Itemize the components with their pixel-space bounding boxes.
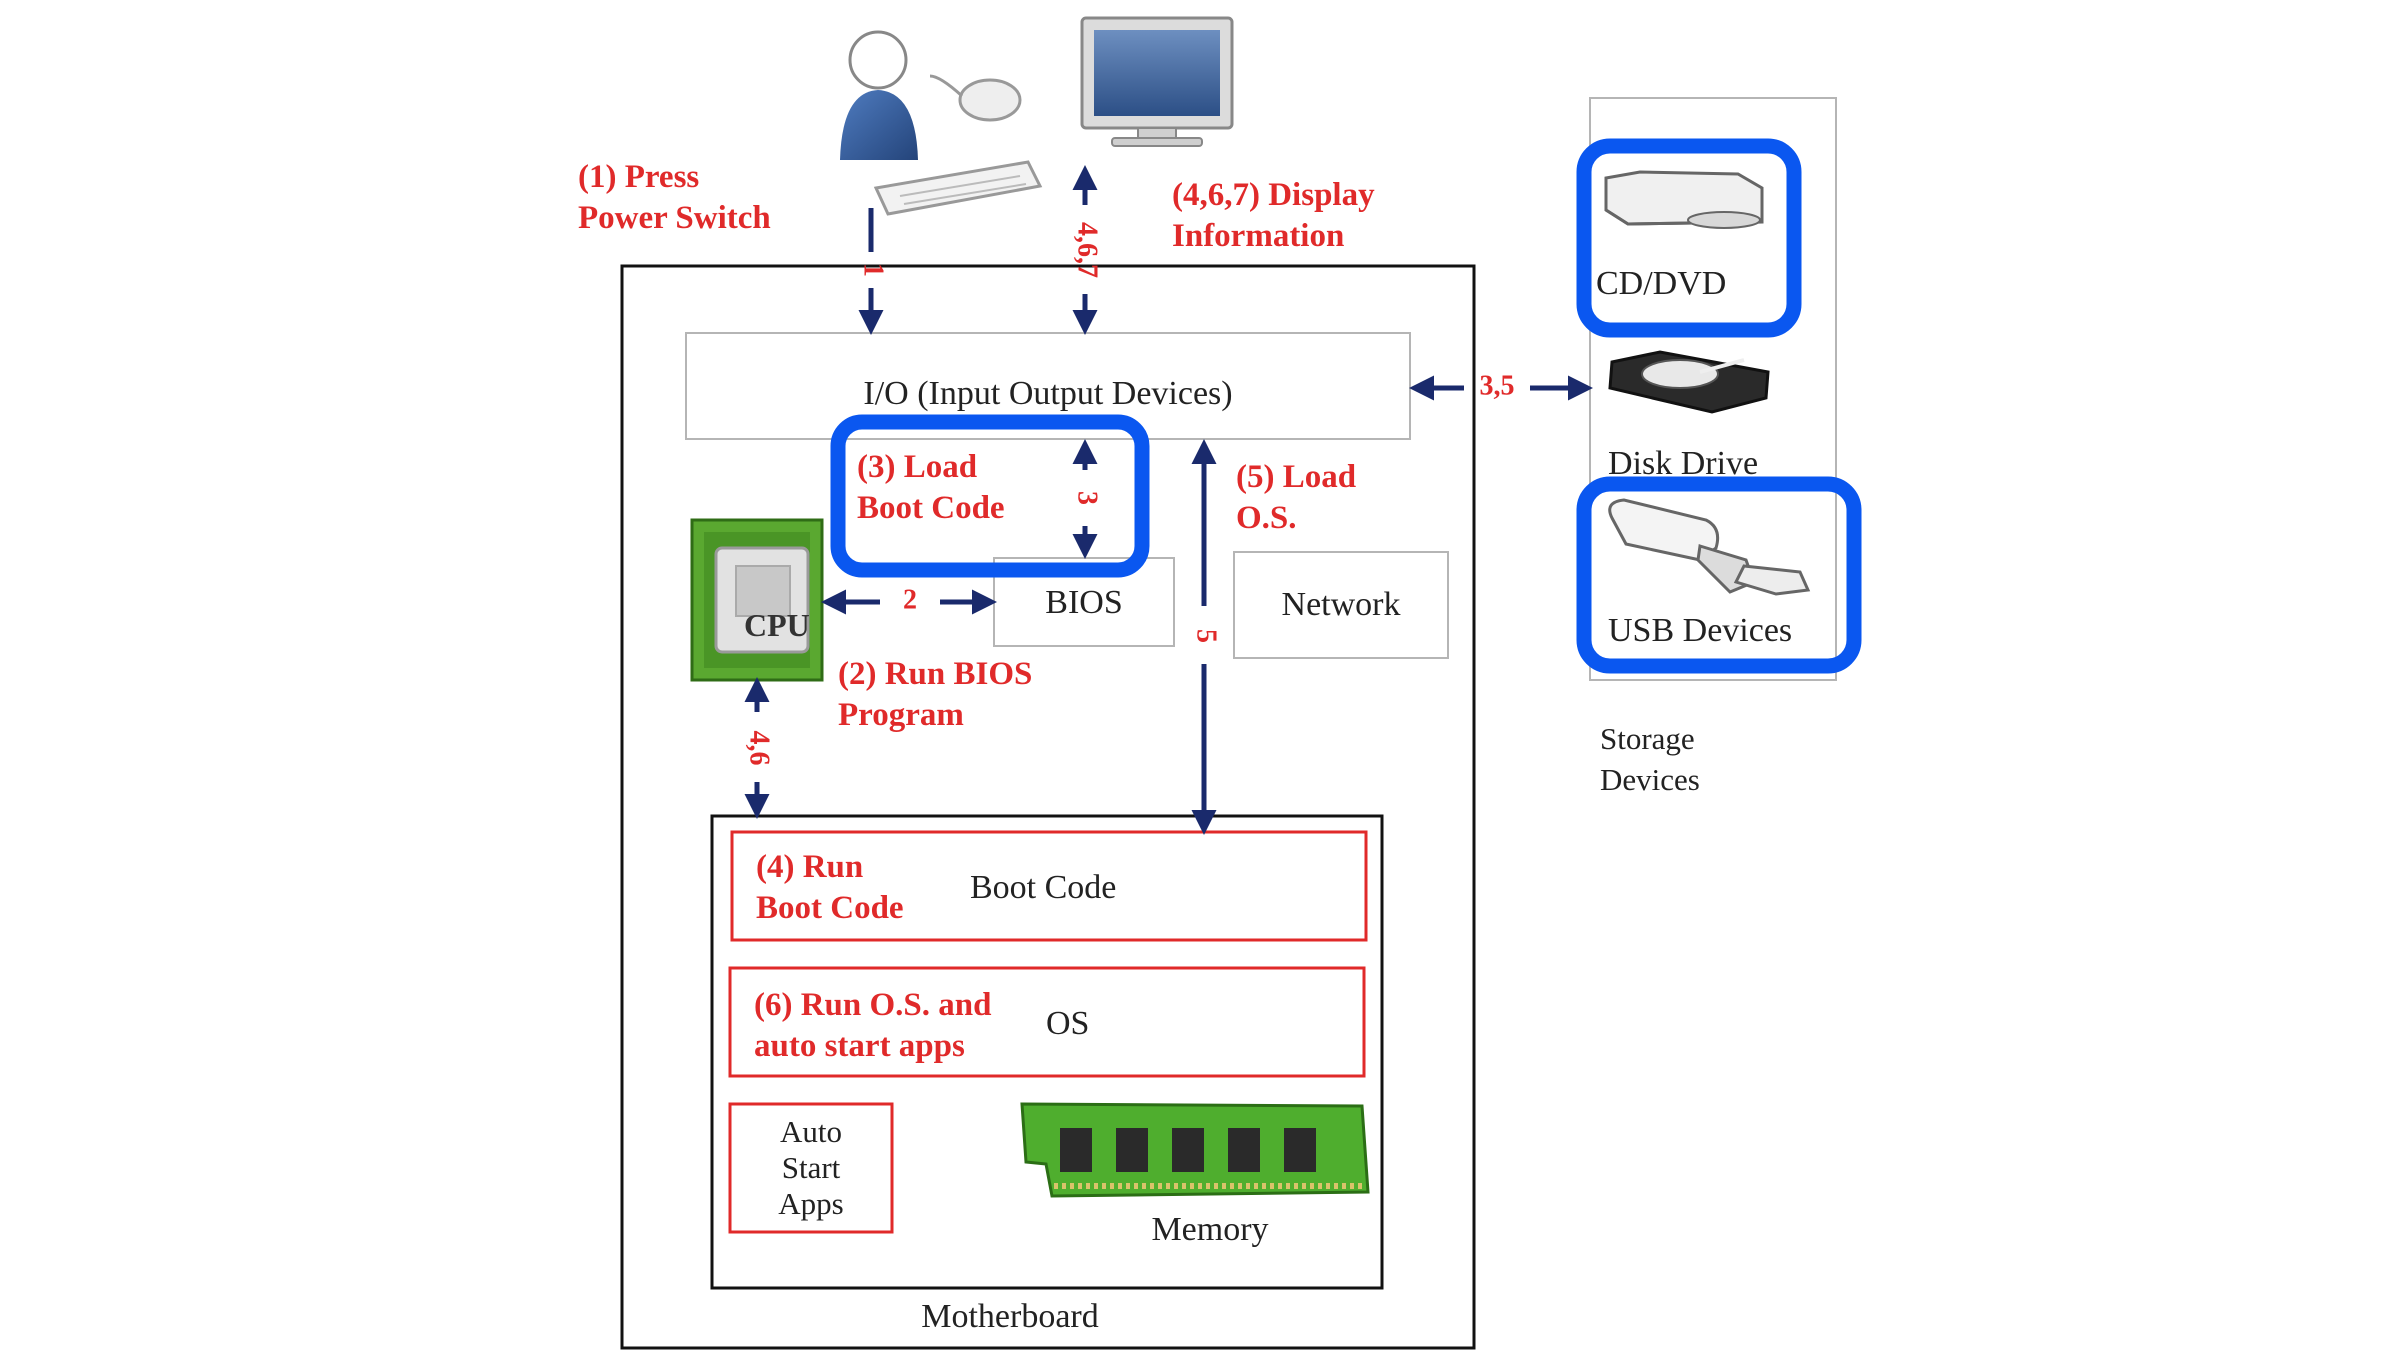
auto-start-line2: Start [782,1150,841,1185]
disk-drive-label: Disk Drive [1608,445,1758,482]
disk-drive-icon [1608,350,1770,414]
keyboard-icon [873,160,1043,216]
os-label: OS [1046,1005,1089,1042]
io-label: I/O (Input Output Devices) [863,375,1232,412]
highlight-load-boot-code [830,414,1150,578]
load-boot-line1: (3) Load [857,449,977,485]
highlight-usb-devices [1576,476,1862,674]
storage-title-line1: Storage [1600,721,1695,756]
cd-dvd-drive-icon [1604,170,1764,229]
run-bios-line2: Program [838,697,964,733]
run-os-line1: (6) Run O.S. and [754,987,992,1023]
network-box [1233,551,1449,659]
arrow-2-label: 2 [903,584,917,615]
motherboard-frame [620,264,1476,1350]
load-os-line2: O.S. [1236,500,1297,536]
boot-code-label: Boot Code [970,869,1116,906]
auto-start-apps-box [728,1102,894,1234]
load-os-line1: (5) Load [1236,459,1356,495]
mouse-icon [929,74,1022,122]
storage-title-line2: Devices [1600,762,1700,797]
usb-devices-label: USB Devices [1608,612,1792,649]
run-bios-line1: (2) Run BIOS [838,656,1032,692]
cpu-label: CPU [744,607,810,643]
auto-start-line3: Apps [778,1186,843,1221]
monitor-icon [1080,16,1234,147]
highlight-cd-dvd [1576,138,1802,338]
memory-label: Memory [1151,1211,1268,1248]
run-boot-line1: (4) Run [756,849,863,885]
auto-start-line1: Auto [780,1114,842,1149]
display-info-line2: Information [1172,218,1344,254]
cpu-icon: CPU [690,518,824,682]
press-power-line1: (1) Press [578,159,699,195]
motherboard-label: Motherboard [921,1298,1099,1335]
arrow-467-label: 4,6,7 [1072,222,1103,278]
arrow-3-label: 3 [1072,491,1103,505]
arrow-35-label: 3,5 [1480,370,1515,401]
memory-stick-icon [1020,1102,1370,1198]
arrow-46-label: 4,6 [744,731,775,766]
usb-device-icon [1608,498,1811,596]
cd-dvd-label: CD/DVD [1596,265,1726,302]
press-power-line2: Power Switch [578,200,771,236]
memory-container [710,814,1384,1290]
boot-code-box [730,830,1368,942]
user-icon [840,30,918,160]
network-label: Network [1282,586,1401,623]
arrow-5-label: 5 [1191,629,1222,643]
display-info-line1: (4,6,7) Display [1172,177,1375,213]
os-box [728,966,1366,1078]
bios-label: BIOS [1045,584,1122,621]
run-os-line2: auto start apps [754,1028,965,1064]
load-boot-line2: Boot Code [857,490,1005,526]
arrow-1-label: 1 [858,263,889,277]
run-boot-line2: Boot Code [756,890,904,926]
